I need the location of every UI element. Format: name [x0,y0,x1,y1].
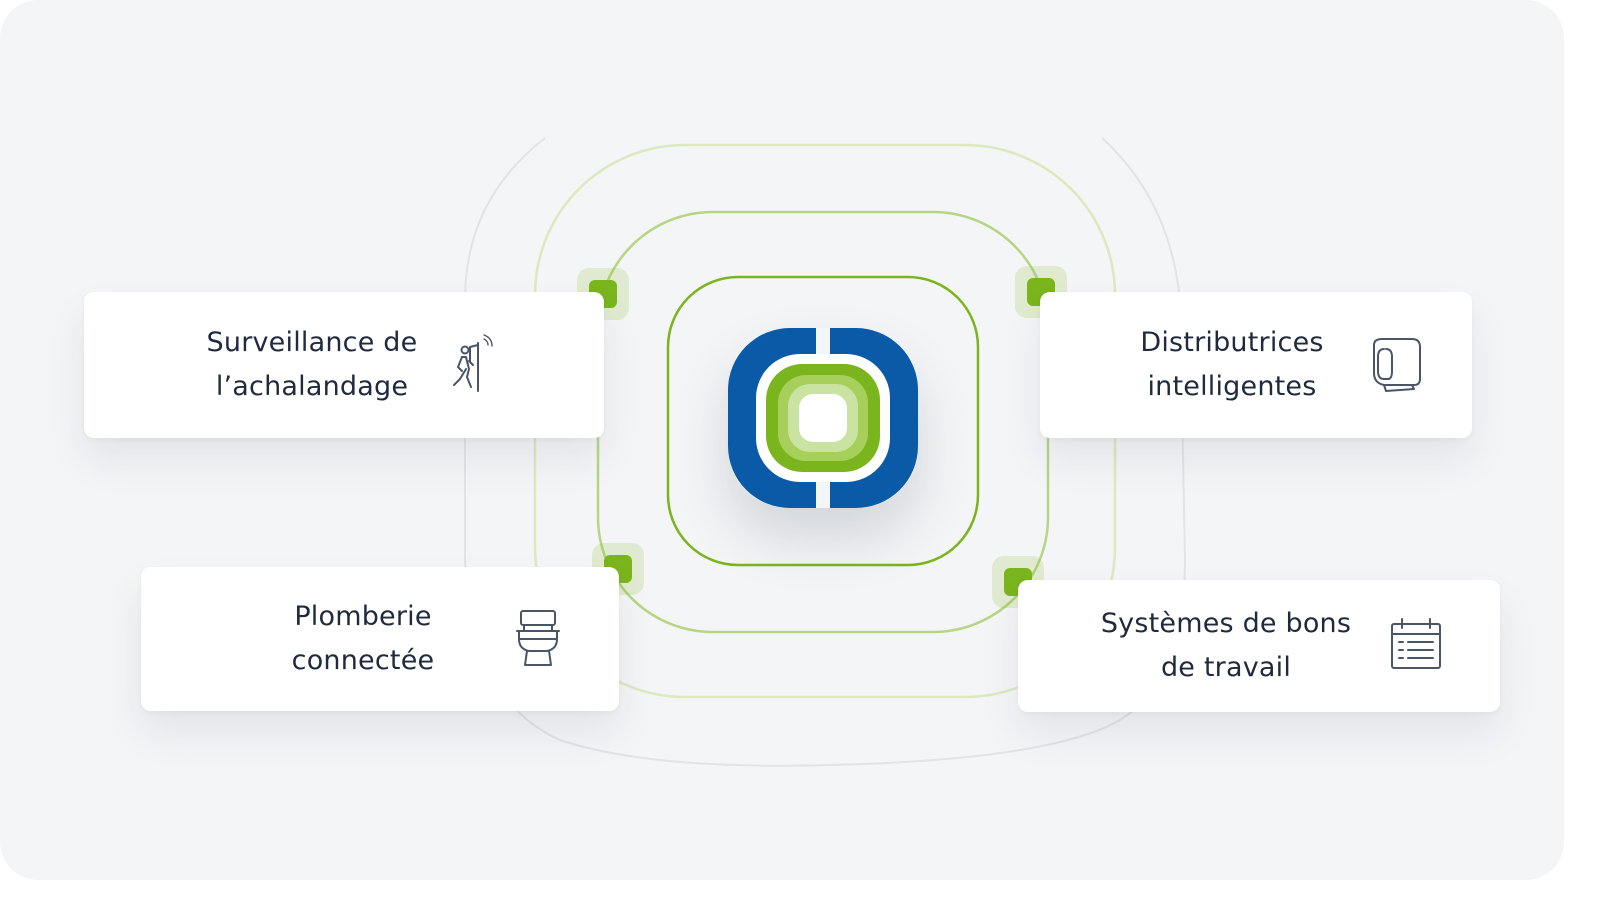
card-smart-dispensers: Distributrices intelligentes [1040,292,1472,438]
brand-logo-icon [728,328,918,508]
card-label-line: l’achalandage [215,371,409,402]
hub-logo [728,328,918,508]
card-label-line: intelligentes [1147,371,1317,402]
towel-dispenser-icon [1364,333,1428,397]
card-traffic-monitoring: Surveillance de l’achalandage [84,292,604,438]
card-work-order-systems: Systèmes de bons de travail [1018,580,1500,712]
card-label-line: Surveillance de [206,327,418,358]
outer-ring [464,137,1187,767]
calendar-list-icon [1384,614,1448,678]
card-connected-plumbing: Plomberie connectée [141,567,619,711]
ring-inner [666,275,980,567]
card-label-line: Systèmes de bons [1100,608,1352,639]
person-door-sensor-icon [440,333,504,397]
card-label-line: Distributrices [1140,327,1324,358]
card-label: Plomberie connectée [221,595,505,683]
card-label: Distributrices intelligentes [1100,321,1364,409]
toilet-icon [505,607,569,671]
card-label-line: de travail [1160,652,1292,683]
diagram-canvas: Surveillance de l’achalandage Distributr… [0,0,1564,880]
card-label: Surveillance de l’achalandage [184,321,440,409]
card-label: Systèmes de bons de travail [1068,602,1384,690]
card-label-line: connectée [291,645,435,676]
card-label-line: Plomberie [294,601,432,632]
